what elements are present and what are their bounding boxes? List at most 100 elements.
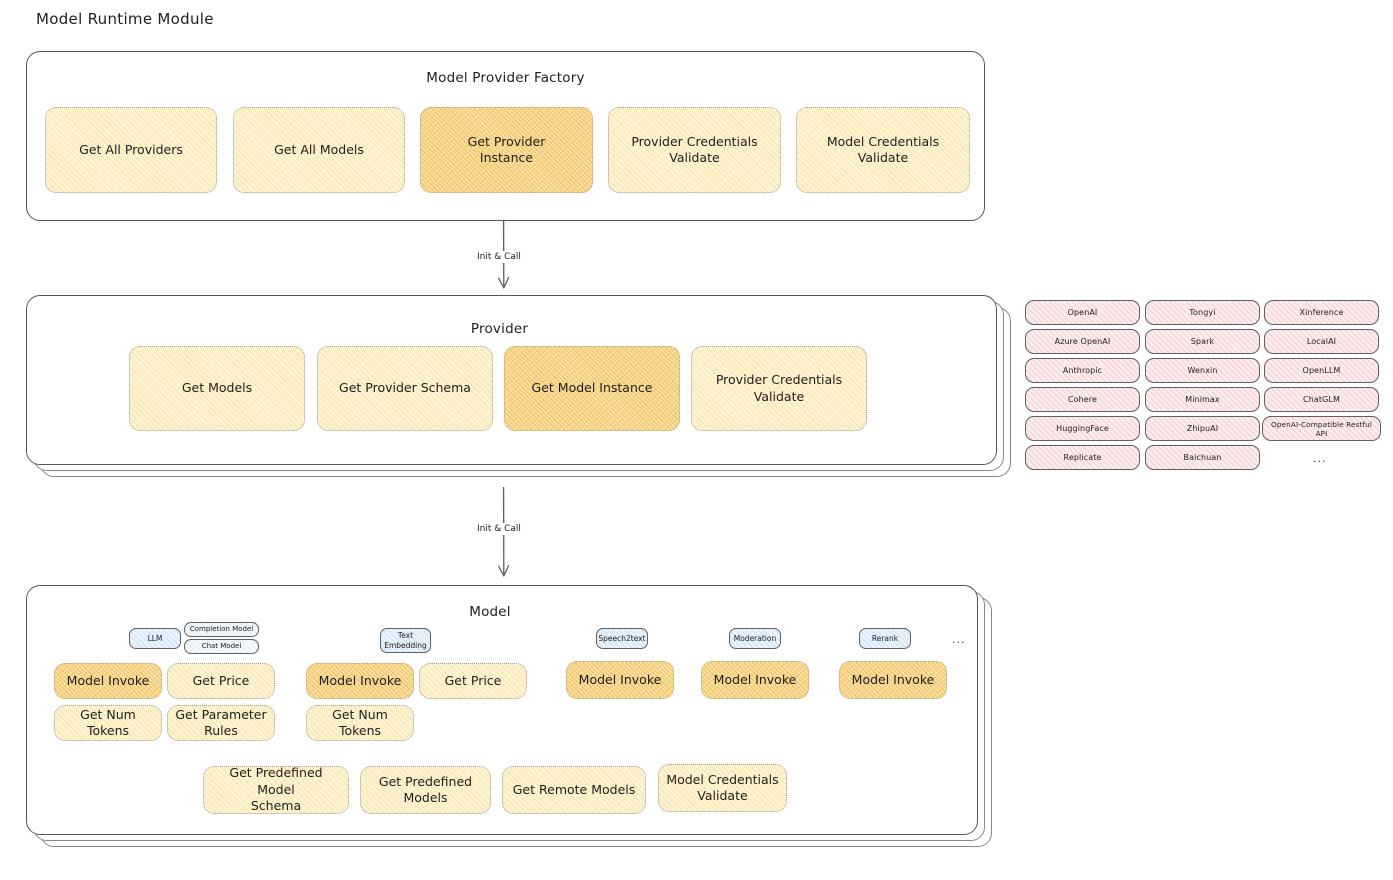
- pill-label: Spark: [1190, 337, 1215, 346]
- pill-label: Xinference: [1299, 308, 1344, 317]
- model-types-more-indicator: ...: [952, 633, 966, 646]
- provider-method-get-model-instance[interactable]: Get Model Instance: [504, 346, 680, 431]
- model-sub-badge-completion-model[interactable]: Completion Model: [184, 622, 259, 637]
- provider-list-more-indicator: ...: [1313, 452, 1327, 465]
- provider-pill-zhipuai[interactable]: ZhipuAI: [1145, 416, 1260, 441]
- method-label: Get Price: [444, 672, 502, 688]
- badge-label: Rerank: [871, 633, 899, 643]
- pill-label: Baichuan: [1183, 453, 1222, 462]
- pill-label: ZhipuAI: [1186, 424, 1219, 433]
- moderation-method-model-invoke[interactable]: Model Invoke: [701, 661, 809, 699]
- model-shared-method-get-remote-models[interactable]: Get Remote Models: [502, 766, 646, 814]
- method-label: Model Invoke: [851, 671, 935, 687]
- provider-title: Provider: [470, 321, 529, 337]
- provider-pill-spark[interactable]: Spark: [1145, 329, 1260, 354]
- llm-method-get-num-tokens[interactable]: Get Num Tokens: [54, 705, 162, 741]
- speech2text-method-model-invoke[interactable]: Model Invoke: [566, 661, 674, 699]
- pill-label: Replicate: [1063, 453, 1102, 462]
- connector-arrow-provider-to-model: [497, 486, 510, 577]
- pill-label: OpenLLM: [1302, 366, 1341, 375]
- pill-label: ChatGLM: [1303, 395, 1340, 404]
- method-label: Model Invoke: [578, 671, 662, 687]
- provider-method-get-models[interactable]: Get Models: [129, 346, 305, 431]
- pill-label: Minimax: [1185, 395, 1220, 404]
- pill-label: Cohere: [1067, 395, 1098, 404]
- provider-pill-minimax[interactable]: Minimax: [1145, 387, 1260, 412]
- pill-label: OpenAI: [1067, 308, 1098, 317]
- connector-label-init-and-call-2: Init & Call: [473, 523, 525, 535]
- method-label: Get Provider Schema: [339, 380, 471, 396]
- method-label: Model Invoke: [713, 671, 797, 687]
- provider-pill-baichuan[interactable]: Baichuan: [1145, 445, 1260, 470]
- provider-pill-localai[interactable]: LocalAI: [1264, 329, 1379, 354]
- provider-pill-xinference[interactable]: Xinference: [1264, 300, 1379, 325]
- pill-label: LocalAI: [1306, 337, 1337, 346]
- method-label: Get All Models: [274, 141, 364, 157]
- provider-pill-openllm[interactable]: OpenLLM: [1264, 358, 1379, 383]
- method-label: Get All Providers: [79, 141, 183, 157]
- rerank-method-model-invoke[interactable]: Model Invoke: [839, 661, 947, 699]
- provider-pill-openai-compatible-restful-api[interactable]: OpenAI-Compatible Restful API: [1262, 416, 1381, 441]
- provider-pill-tongyi[interactable]: Tongyi: [1145, 300, 1260, 325]
- provider-pill-chatglm[interactable]: ChatGLM: [1264, 387, 1379, 412]
- method-label: Model Invoke: [318, 672, 402, 688]
- badge-label: LLM: [147, 633, 163, 643]
- badge-label: Speech2text: [598, 633, 646, 643]
- method-label: Get Price: [192, 672, 250, 688]
- provider-pill-huggingface[interactable]: HuggingFace: [1025, 416, 1140, 441]
- sub-badge-label: Completion Model: [189, 625, 254, 634]
- method-label: Get Num Tokens: [332, 706, 388, 739]
- method-label: Get Remote Models: [512, 781, 636, 797]
- method-label: Get Model Instance: [531, 380, 653, 396]
- model-type-badge-speech2text[interactable]: Speech2text: [596, 628, 648, 649]
- model-type-badge-llm[interactable]: LLM: [129, 628, 181, 649]
- model-sub-badge-chat-model[interactable]: Chat Model: [184, 639, 259, 654]
- provider-pill-replicate[interactable]: Replicate: [1025, 445, 1140, 470]
- pill-label: Azure OpenAI: [1054, 337, 1111, 346]
- method-label: Get Num Tokens: [80, 706, 136, 739]
- model-type-badge-rerank[interactable]: Rerank: [859, 628, 911, 649]
- factory-method-get-all-providers[interactable]: Get All Providers: [45, 107, 217, 193]
- method-label: Get Models: [181, 380, 253, 396]
- text-embedding-method-get-num-tokens[interactable]: Get Num Tokens: [306, 705, 414, 741]
- pill-label: Anthropic: [1062, 366, 1103, 375]
- provider-method-get-provider-schema[interactable]: Get Provider Schema: [317, 346, 493, 431]
- provider-pill-openai[interactable]: OpenAI: [1025, 300, 1140, 325]
- text-embedding-method-get-price[interactable]: Get Price: [419, 663, 527, 699]
- llm-method-get-price[interactable]: Get Price: [167, 663, 275, 699]
- provider-pill-cohere[interactable]: Cohere: [1025, 387, 1140, 412]
- connector-label-init-and-call-1: Init & Call: [473, 251, 525, 263]
- sub-badge-label: Chat Model: [201, 642, 242, 651]
- provider-pill-azure-openai[interactable]: Azure OpenAI: [1025, 329, 1140, 354]
- badge-label: Moderation: [733, 633, 777, 643]
- model-provider-factory-title: Model Provider Factory: [426, 70, 585, 86]
- pill-label: HuggingFace: [1056, 424, 1109, 433]
- text-embedding-method-model-invoke[interactable]: Model Invoke: [306, 663, 414, 699]
- page-title: Model Runtime Module: [36, 10, 214, 28]
- provider-pill-wenxin[interactable]: Wenxin: [1145, 358, 1260, 383]
- pill-label: Tongyi: [1189, 308, 1216, 317]
- llm-method-model-invoke[interactable]: Model Invoke: [54, 663, 162, 699]
- model-type-badge-moderation[interactable]: Moderation: [729, 628, 781, 649]
- model-title: Model: [469, 604, 511, 620]
- factory-method-get-all-models[interactable]: Get All Models: [233, 107, 405, 193]
- pill-label: OpenAI-Compatible Restful API: [1270, 419, 1372, 438]
- provider-pill-anthropic[interactable]: Anthropic: [1025, 358, 1140, 383]
